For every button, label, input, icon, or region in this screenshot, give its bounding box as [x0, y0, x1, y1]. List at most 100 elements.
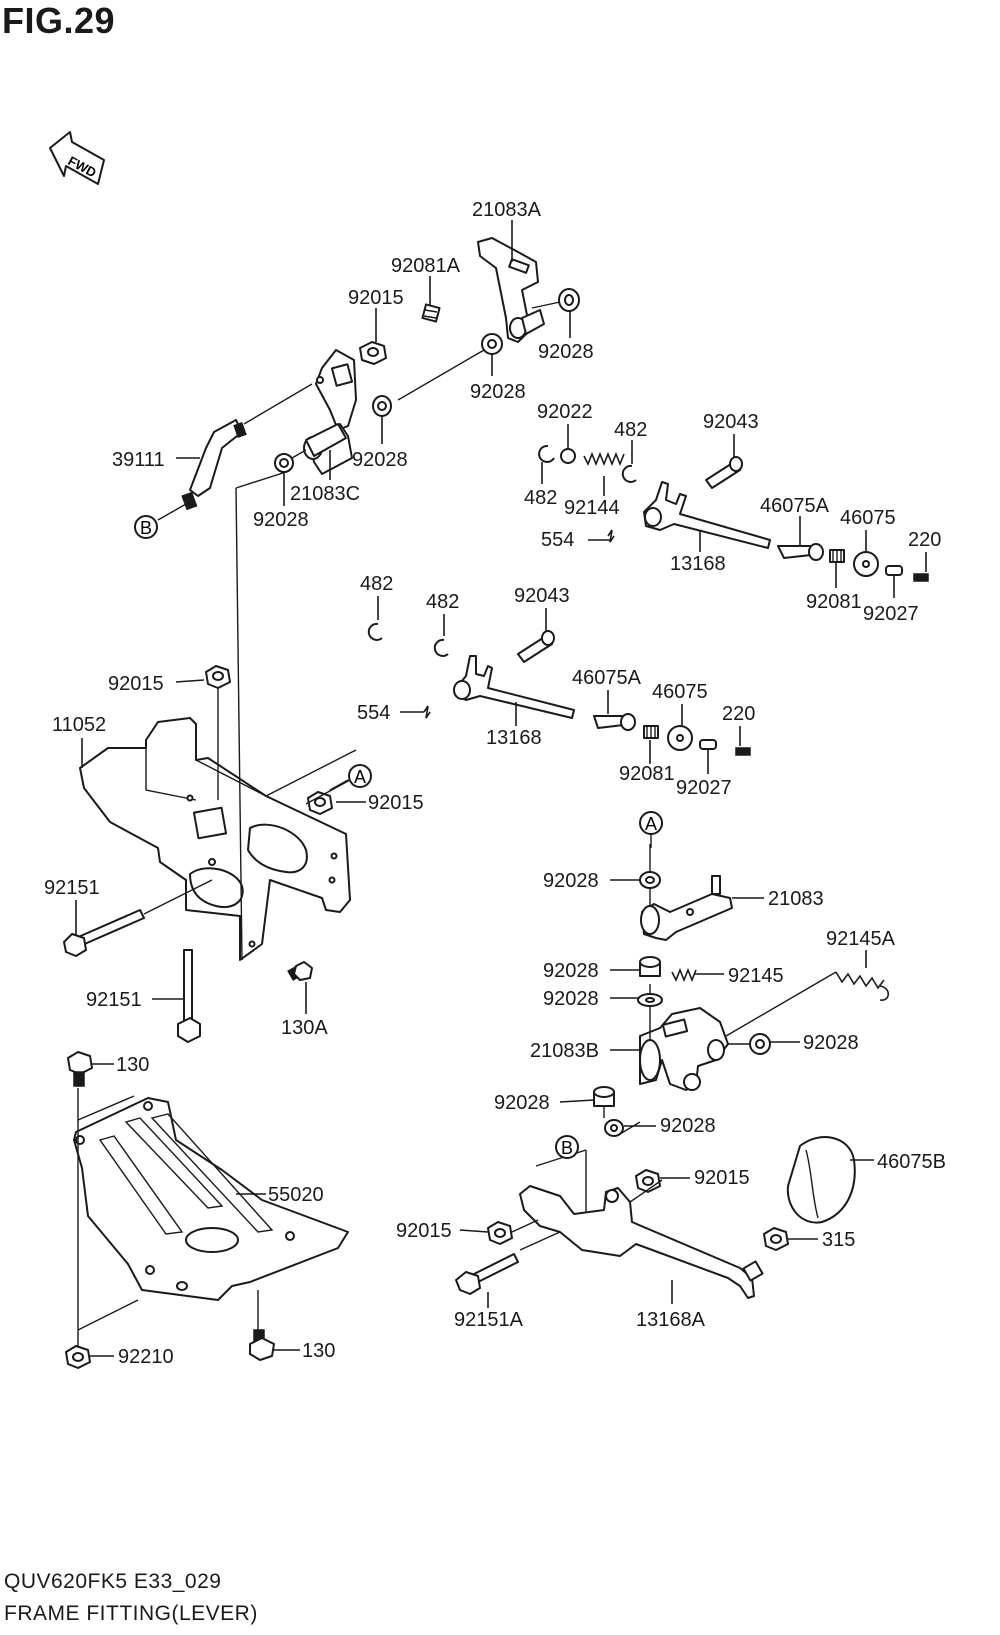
- label-11052: 11052: [52, 714, 106, 736]
- ref-a-lower-label: A: [645, 814, 657, 834]
- bolt-130-bottom: [249, 1329, 275, 1361]
- label-39111: 39111: [112, 449, 165, 471]
- label-482-upper-b: 482: [614, 419, 647, 441]
- label-92028-r1: 92028: [543, 870, 599, 892]
- label-92043-mid: 92043: [514, 585, 570, 607]
- shaft-13168-upper: [643, 481, 771, 549]
- ref-b-upper-label: B: [140, 518, 152, 538]
- label-92027-upper: 92027: [863, 603, 919, 625]
- washer-92028-r3: [637, 993, 663, 1007]
- label-92210: 92210: [118, 1346, 174, 1368]
- label-92022: 92022: [537, 401, 593, 423]
- bushing-92028-d: [274, 453, 294, 473]
- label-92151-horizontal: 92151: [44, 877, 100, 899]
- label-46075-mid: 46075: [652, 681, 708, 703]
- spring-92145: [671, 967, 697, 983]
- bolt-92151-vertical: [177, 949, 201, 1043]
- label-92145: 92145: [728, 965, 784, 987]
- figure-code: QUV620FK5 E33_029: [4, 1570, 222, 1593]
- screw-220-upper: [913, 573, 929, 582]
- sleeve-21083c: [305, 423, 347, 457]
- pin-92043-upper: [705, 456, 743, 489]
- label-92027-mid: 92027: [676, 777, 732, 799]
- label-92028-r4: 92028: [803, 1032, 859, 1054]
- label-92081a: 92081A: [391, 255, 461, 277]
- bushing-92028-c: [372, 395, 392, 417]
- spring-pin-554-upper: [607, 529, 615, 543]
- label-13168-mid: 13168: [486, 727, 542, 749]
- label-92144: 92144: [564, 497, 620, 519]
- spring-92145a: [835, 971, 890, 1001]
- label-130-bottom: 130: [302, 1340, 335, 1362]
- label-92151-vertical: 92151: [86, 989, 142, 1011]
- bolt-130a: [287, 961, 313, 981]
- pedal-pad-46075b: [786, 1136, 856, 1224]
- label-482-mid-b: 482: [426, 591, 459, 613]
- label-92015-frame-top: 92015: [108, 673, 164, 695]
- label-46075a-upper: 46075A: [760, 495, 830, 517]
- part-labels: 21083A 92081A 92015 92028 92028 39111 92…: [44, 199, 946, 1368]
- label-21083b: 21083B: [530, 1040, 599, 1062]
- bolt-92151-horizontal: [63, 909, 145, 957]
- label-130a: 130A: [281, 1017, 328, 1039]
- label-482-upper-a: 482: [524, 487, 557, 509]
- nut-92210: [65, 1345, 91, 1369]
- label-92028-b: 92028: [470, 381, 526, 403]
- ref-a-upper-label: A: [354, 767, 366, 787]
- nut-315: [763, 1227, 789, 1251]
- skid-plate-55020: [73, 1097, 349, 1301]
- bushing-92028-r4: [749, 1033, 771, 1055]
- ref-b-lower-label: B: [561, 1138, 573, 1158]
- label-92043-upper: 92043: [703, 411, 759, 433]
- label-130-top: 130: [116, 1054, 149, 1076]
- label-220-upper: 220: [908, 529, 941, 551]
- link-rod-39111: [181, 419, 247, 511]
- label-92028-d: 92028: [253, 509, 309, 531]
- nut-92015-top: [359, 341, 387, 365]
- collar-46075a-mid: [593, 713, 636, 731]
- label-92151a: 92151A: [454, 1309, 524, 1331]
- label-92081-upper: 92081: [806, 591, 862, 613]
- figure-name: FRAME FITTING(LEVER): [4, 1602, 258, 1625]
- leader-lines: [75, 220, 927, 1357]
- label-46075a-mid: 46075A: [572, 667, 642, 689]
- clip-482-mid-a: [367, 622, 383, 641]
- label-92028-c: 92028: [352, 449, 408, 471]
- spring-92144: [583, 451, 625, 467]
- ref-marker-a-upper: A: [348, 764, 372, 788]
- label-92081-mid: 92081: [619, 763, 675, 785]
- spring-pin-554-mid: [423, 705, 431, 719]
- nut-92015-frame-top: [205, 665, 231, 689]
- bushing-92028-a: [558, 288, 580, 312]
- label-13168-upper: 13168: [670, 553, 726, 575]
- label-554-upper: 554: [541, 529, 574, 551]
- frame-bracket-11052: [79, 717, 351, 961]
- shaft-13168-mid: [453, 655, 575, 719]
- bolt-130-top: [67, 1051, 93, 1087]
- label-46075-upper: 46075: [840, 507, 896, 529]
- bushing-92028-r2: [639, 956, 661, 977]
- pin-92043-mid: [517, 630, 555, 663]
- screw-220-mid: [735, 747, 751, 756]
- ref-marker-b-lower: B: [555, 1135, 579, 1159]
- label-92028-r2: 92028: [543, 960, 599, 982]
- label-92028-r3: 92028: [543, 988, 599, 1010]
- knob-46075-mid: [667, 725, 693, 751]
- bracket-21083a: [477, 237, 545, 343]
- bushing-92028-b: [481, 333, 503, 355]
- pedal-arm-13168a: [519, 1185, 764, 1299]
- label-21083: 21083: [768, 888, 824, 910]
- lever-21083: [640, 875, 733, 941]
- spring-92081-mid: [643, 725, 659, 739]
- label-220-mid: 220: [722, 703, 755, 725]
- clip-482-mid-b: [433, 638, 449, 657]
- washer-92022: [560, 448, 576, 464]
- label-21083a: 21083A: [472, 199, 542, 221]
- label-55020: 55020: [268, 1184, 324, 1206]
- label-315: 315: [822, 1229, 855, 1251]
- ref-marker-a-lower: A: [639, 811, 663, 835]
- label-46075b: 46075B: [877, 1151, 946, 1173]
- nut-92015-pedal-a: [635, 1169, 661, 1193]
- label-92015-top: 92015: [348, 287, 404, 309]
